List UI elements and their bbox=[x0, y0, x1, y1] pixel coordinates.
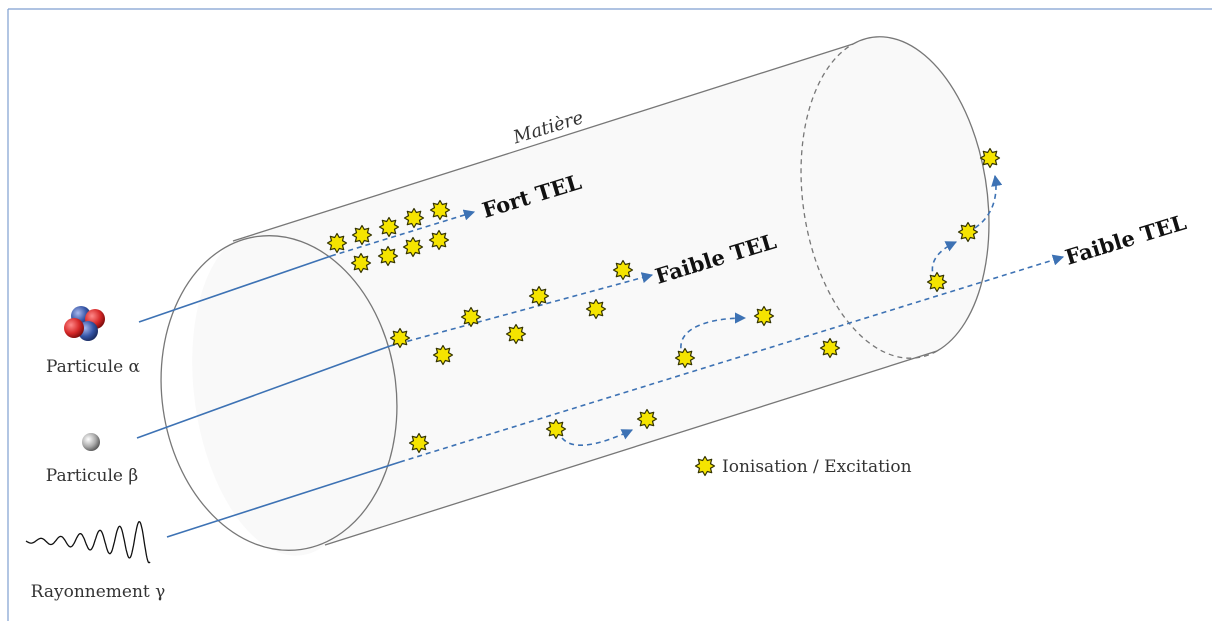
secondary-path-4 bbox=[966, 174, 1003, 233]
cylinder-front-ellipse bbox=[160, 235, 398, 551]
gamma-wave-icon bbox=[25, 521, 151, 564]
event-marker bbox=[545, 418, 567, 440]
gamma-track bbox=[166, 254, 1065, 538]
event-marker bbox=[326, 232, 348, 254]
event-marker bbox=[402, 236, 424, 258]
event-marker bbox=[428, 229, 450, 251]
event-marker bbox=[350, 252, 372, 274]
event-marker bbox=[408, 432, 430, 454]
event-marker bbox=[403, 207, 425, 229]
secondary-path-1 bbox=[680, 312, 747, 358]
legend-event-icon bbox=[694, 455, 716, 477]
cylinder-bottom-edge bbox=[324, 350, 938, 546]
gamma-source-label: Rayonnement γ bbox=[31, 582, 166, 602]
event-marker bbox=[926, 271, 948, 293]
cylinder-back-ellipse-hidden bbox=[800, 43, 938, 359]
beta-particle-icon bbox=[82, 433, 100, 451]
event-marker bbox=[612, 259, 634, 281]
event-marker bbox=[674, 347, 696, 369]
event-marker bbox=[819, 337, 841, 359]
event-marker bbox=[979, 147, 1001, 169]
event-marker bbox=[378, 216, 400, 238]
event-marker bbox=[351, 224, 373, 246]
beta-source-label: Particule β bbox=[46, 466, 138, 486]
secondary-path-2 bbox=[557, 429, 634, 446]
event-marker bbox=[505, 323, 527, 345]
event-marker bbox=[636, 408, 658, 430]
event-marker bbox=[377, 245, 399, 267]
cylinder-body bbox=[192, 36, 989, 556]
alpha-track bbox=[138, 209, 476, 323]
gamma-track-label: Faible TEL bbox=[1062, 209, 1189, 270]
legend-event-label: Ionisation / Excitation bbox=[722, 457, 912, 477]
event-marker bbox=[957, 221, 979, 243]
alpha-particle-icon bbox=[64, 306, 105, 341]
matter-cylinder bbox=[160, 36, 990, 556]
event-marker bbox=[389, 327, 411, 349]
beta-track bbox=[136, 272, 654, 439]
legend: Ionisation / Excitation bbox=[694, 455, 912, 477]
cylinder-back-ellipse-visible bbox=[852, 36, 990, 352]
cylinder-top-edge bbox=[232, 43, 854, 242]
event-marker bbox=[429, 199, 451, 221]
event-marker bbox=[460, 306, 482, 328]
event-marker bbox=[432, 344, 454, 366]
event-marker bbox=[753, 305, 775, 327]
event-marker bbox=[528, 285, 550, 307]
event-marker bbox=[585, 298, 607, 320]
alpha-source-label: Particule α bbox=[46, 357, 141, 377]
